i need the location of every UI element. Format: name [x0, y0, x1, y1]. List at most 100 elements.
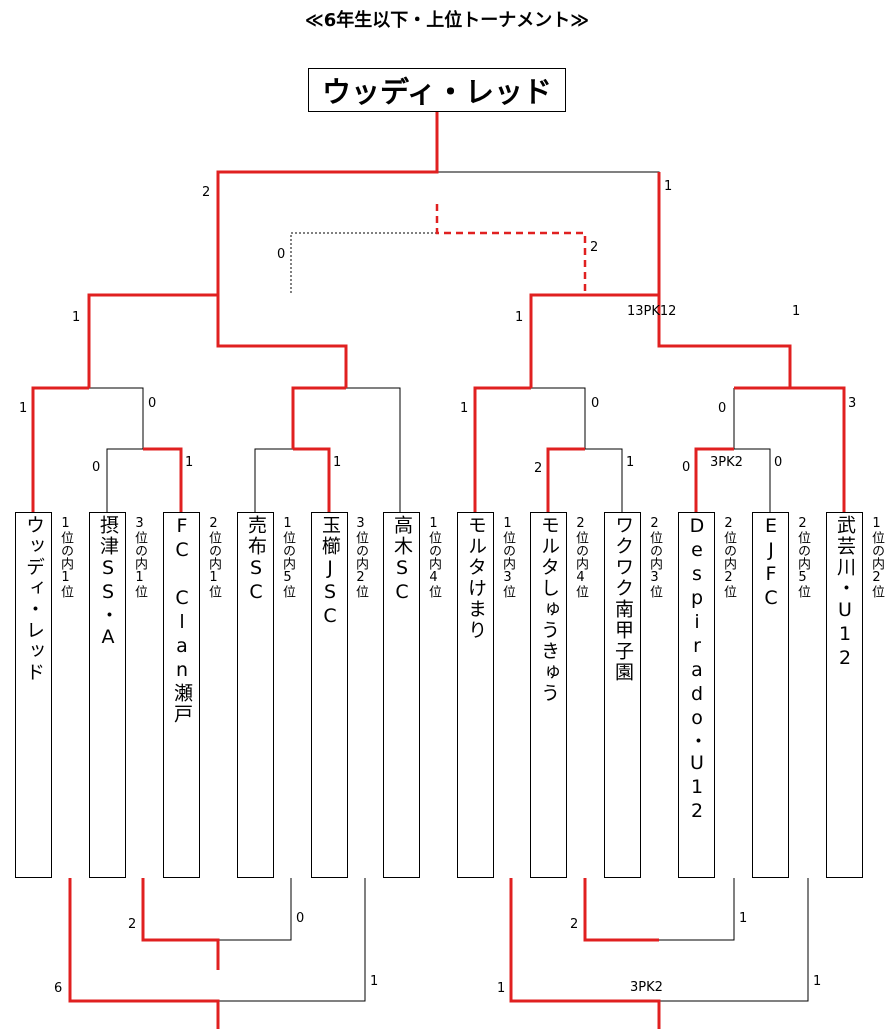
score-lower-r2-right: 1 [813, 974, 822, 989]
team-name: Despirado・U12 [686, 515, 708, 824]
score-qf3-right: 0 [591, 396, 600, 411]
sf-left-bottom-red [216, 295, 348, 388]
lower-l2-right-line [218, 878, 366, 1002]
team-rank-note: 1位の内5位 [280, 516, 295, 598]
score-qf1-right: 0 [148, 396, 157, 411]
lower-r1-right-line [659, 878, 735, 941]
team-box: モルタけまり [457, 512, 494, 878]
score-qf4-left: 0 [718, 401, 727, 416]
team-box: 武芸川・U12 [826, 512, 863, 878]
score-r1-d-pk: 3PK2 [710, 455, 743, 470]
score-r1-d-right: 0 [774, 455, 783, 470]
page-title: ≪6年生以下・上位トーナメント≫ [304, 10, 590, 31]
lower-l1-right-line [218, 878, 292, 941]
team-rank-note: 3位の内1位 [132, 516, 147, 598]
lower-l2-red [68, 878, 220, 1029]
team-rank-note: 3位の内2位 [353, 516, 368, 598]
score-lower-r2-pk: 3PK2 [630, 980, 663, 995]
qf2-right-line [346, 387, 401, 512]
team-name: FC Clan瀬戸 [171, 515, 193, 725]
score-lower-r1-left: 2 [570, 917, 579, 932]
team-box: FC Clan瀬戸 [163, 512, 200, 878]
r1b-left-line [254, 448, 293, 512]
r1a-red [143, 447, 183, 512]
lower-l1-red [141, 878, 220, 970]
team-box: Despirado・U12 [678, 512, 715, 878]
sf-right-bottom-red [529, 293, 659, 388]
score-r1-b-right: 1 [333, 455, 342, 470]
score-sf-right-pk: 13PK12 [627, 304, 677, 319]
team-name: 売布SC [245, 515, 267, 605]
team-name: EJFC [760, 515, 782, 611]
champion-box: ウッディ・レッド [308, 68, 566, 112]
r1d-red [694, 447, 734, 512]
qf3-red [473, 386, 531, 512]
black-bracket-lines [89, 171, 809, 1002]
third-place-dashed-right [435, 204, 587, 295]
team-rank-note: 1位の内2位 [869, 516, 884, 598]
r1c-red [546, 447, 585, 512]
score-third-left: 0 [277, 247, 286, 262]
team-name: ウッディ・レッド [23, 515, 45, 683]
score-lower-l1-right: 0 [296, 911, 305, 926]
team-name: モルタしゅうきゅう [538, 515, 560, 704]
red-bracket-lines [31, 112, 846, 1029]
third-place-dashed-left [290, 232, 437, 295]
team-rank-note: 2位の内1位 [206, 516, 221, 598]
score-r1-c-left: 2 [534, 461, 543, 476]
r1a-left-line [106, 448, 143, 512]
team-name: 武芸川・U12 [834, 515, 856, 671]
champion-path [216, 112, 439, 295]
score-lower-r2-left: 1 [497, 981, 506, 996]
qf1-red [31, 386, 89, 512]
team-box: 玉櫛JSC [311, 512, 348, 878]
score-lower-l2-right: 1 [370, 974, 379, 989]
sf-left-red [87, 293, 218, 388]
team-name: 高木SC [391, 515, 413, 605]
team-name: モルタけまり [465, 515, 487, 641]
team-rank-note: 2位の内3位 [647, 516, 662, 598]
champion-name: ウッディ・レッド [322, 75, 552, 109]
score-r1-a-right: 1 [185, 455, 194, 470]
score-third-right: 2 [590, 240, 599, 255]
qf4-red [734, 386, 846, 512]
score-r1-a-left: 0 [92, 460, 101, 475]
team-name: 摂津SS・A [97, 515, 119, 650]
score-lower-l1-left: 2 [128, 917, 137, 932]
team-rank-note: 1位の内4位 [426, 516, 441, 598]
score-qf4-right: 3 [848, 396, 857, 411]
r1b-red [293, 447, 331, 512]
qf2-red [291, 386, 346, 449]
qf3-right-line [531, 387, 586, 449]
team-rank-note: 2位の内2位 [721, 516, 736, 598]
team-rank-note: 1位の内1位 [58, 516, 73, 598]
team-box: 売布SC [237, 512, 274, 878]
score-sf-right-bottom: 1 [792, 304, 801, 319]
team-name: 玉櫛JSC [319, 515, 341, 629]
score-r1-c-right: 1 [626, 455, 635, 470]
score-qf1-left: 1 [19, 401, 28, 416]
team-name: ワクワク南甲子園 [612, 515, 634, 683]
score-sf-right-top: 1 [515, 310, 524, 325]
team-box: EJFC [752, 512, 789, 878]
team-box: ワクワク南甲子園 [604, 512, 641, 878]
team-box: モルタしゅうきゅう [530, 512, 567, 878]
score-sf-left-top: 1 [72, 310, 81, 325]
score-final-left: 2 [202, 185, 211, 200]
team-rank-note: 2位の内5位 [795, 516, 810, 598]
lower-r2-red [509, 878, 661, 1029]
team-rank-note: 2位の内4位 [573, 516, 588, 598]
r1c-right-line [585, 448, 623, 512]
team-rank-note: 1位の内3位 [500, 516, 515, 598]
score-qf3-left: 1 [460, 401, 469, 416]
lower-r1-red [583, 878, 659, 942]
score-final-right: 1 [664, 179, 673, 194]
lower-r2-right-line [659, 878, 809, 1002]
qf1-right-line [89, 387, 144, 449]
score-lower-l2-left: 6 [54, 981, 63, 996]
team-box: ウッディ・レッド [15, 512, 52, 878]
team-box: 高木SC [383, 512, 420, 878]
sf-right-low-red [657, 295, 792, 388]
score-lower-r1-right: 1 [739, 911, 748, 926]
